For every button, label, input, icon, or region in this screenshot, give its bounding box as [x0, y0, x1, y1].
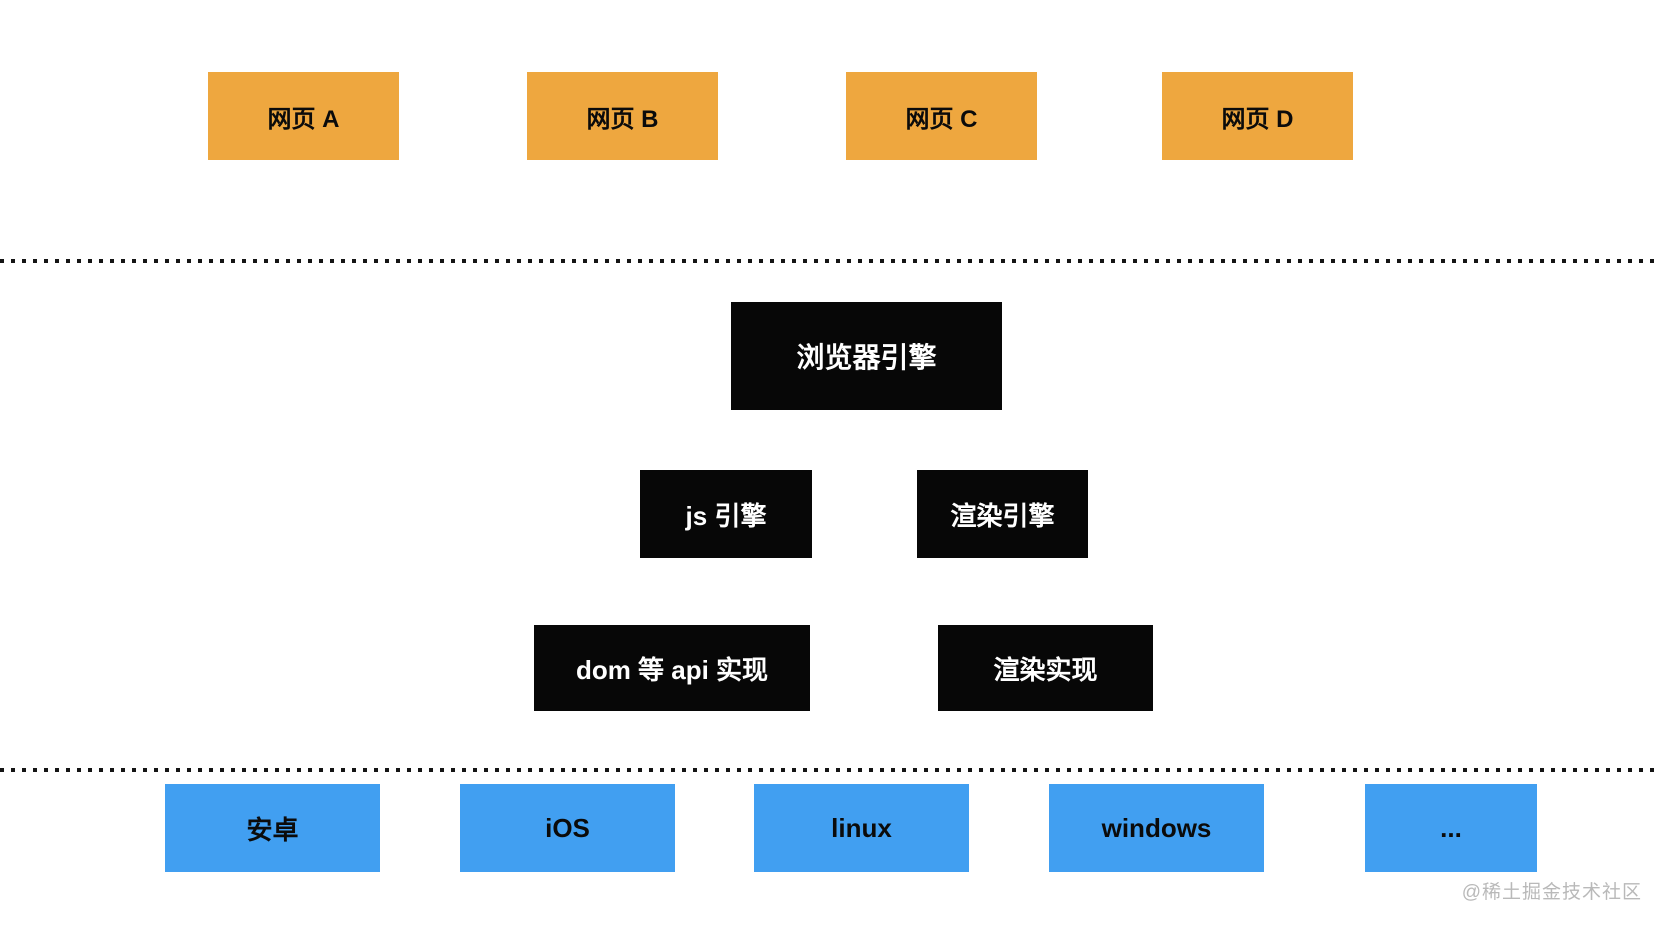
web-page-c-label: 网页 C: [905, 105, 978, 133]
js-engine-label: js 引擎: [685, 500, 767, 531]
platform-ellipsis-box: ...: [1365, 784, 1537, 872]
web-page-a-box: 网页 A: [208, 72, 399, 160]
web-page-a-label: 网页 A: [267, 105, 340, 133]
platform-windows-label: windows: [1101, 812, 1212, 843]
web-page-d-label: 网页 D: [1221, 105, 1294, 133]
dom-api-impl-label: dom 等 api 实现: [575, 654, 769, 685]
watermark-text: @稀土掘金技术社区: [1461, 882, 1642, 903]
platform-ios-box: iOS: [460, 784, 675, 872]
render-engine-box: 渲染引擎: [917, 470, 1088, 558]
platform-linux-label: linux: [831, 812, 892, 843]
platform-windows-box: windows: [1049, 784, 1264, 872]
platform-linux-box: linux: [754, 784, 969, 872]
browser-engine-label: 浏览器引擎: [796, 342, 937, 373]
render-impl-box: 渲染实现: [938, 625, 1153, 711]
web-page-c-box: 网页 C: [846, 72, 1037, 160]
browser-engine-box: 浏览器引擎: [731, 302, 1002, 410]
web-page-b-box: 网页 B: [527, 72, 718, 160]
platform-ios-label: iOS: [545, 812, 590, 843]
platform-android-box: 安卓: [165, 784, 380, 872]
web-page-d-box: 网页 D: [1162, 72, 1353, 160]
bottom-dotted-divider: [0, 768, 1656, 772]
platform-ellipsis-label: ...: [1440, 812, 1462, 843]
web-page-b-label: 网页 B: [586, 105, 659, 133]
platform-android-label: 安卓: [246, 814, 299, 845]
top-dotted-divider: [0, 259, 1656, 263]
render-engine-label: 渲染引擎: [950, 500, 1055, 531]
render-impl-label: 渲染实现: [993, 654, 1098, 685]
dom-api-impl-box: dom 等 api 实现: [534, 625, 810, 711]
js-engine-box: js 引擎: [640, 470, 812, 558]
